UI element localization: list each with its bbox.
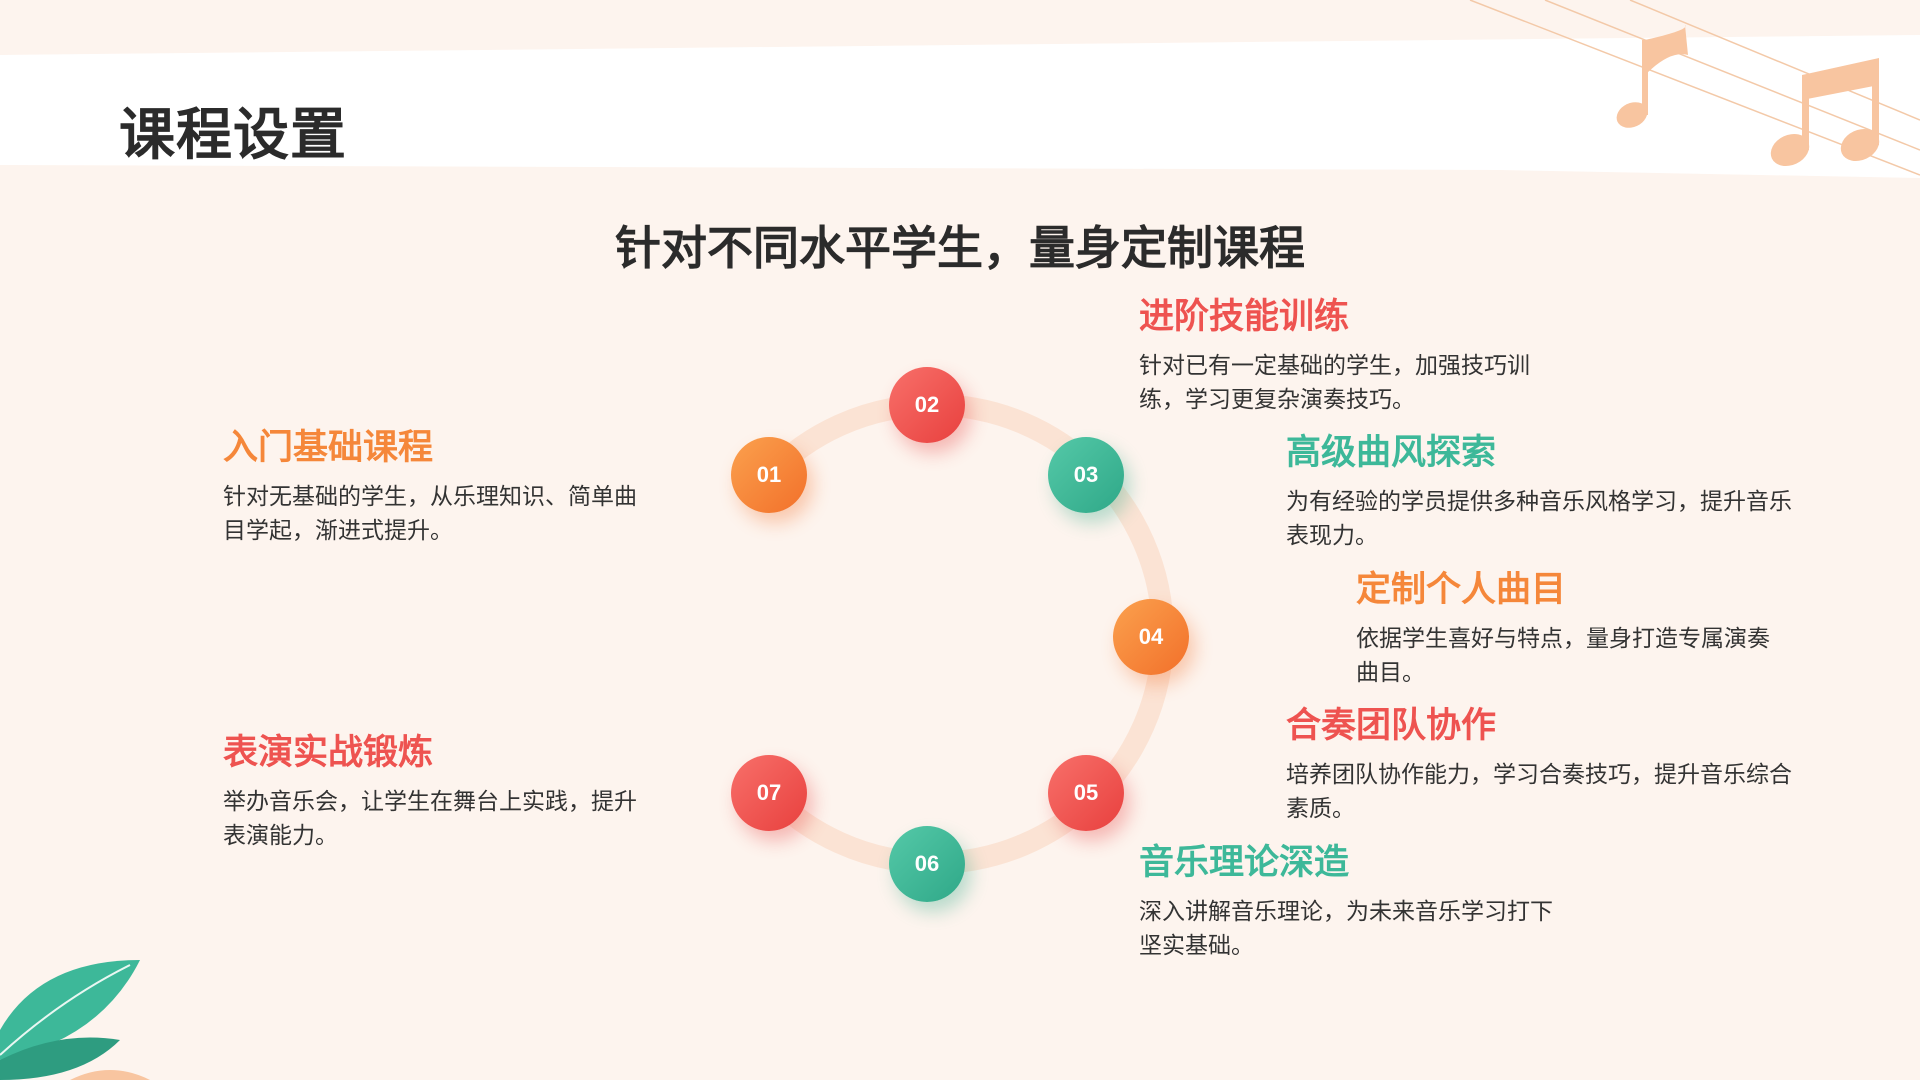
course-title: 定制个人曲目 — [1356, 570, 1567, 610]
page-title: 课程设置 — [119, 103, 347, 168]
course-title: 入门基础课程 — [223, 428, 434, 468]
course-desc: 针对已有一定基础的学生，加强技巧训练，学习更复杂演奏技巧。 — [1139, 353, 1530, 413]
course-title: 合奏团队协作 — [1286, 706, 1497, 746]
course-desc: 培养团队协作能力，学习合奏技巧，提升音乐综合素质。 — [1286, 762, 1792, 822]
step-node-03: 03 — [1048, 437, 1124, 513]
course-item-7: 表演实战锻炼 举办音乐会，让学生在舞台上实践，提升表演能力。 — [223, 731, 643, 853]
course-item-1: 入门基础课程 针对无基础的学生，从乐理知识、简单曲目学起，渐进式提升。 — [223, 426, 643, 548]
step-node-05: 05 — [1048, 755, 1124, 831]
step-node-02: 02 — [889, 367, 965, 443]
step-node-07: 07 — [731, 755, 807, 831]
course-item-5: 合奏团队协作 培养团队协作能力，学习合奏技巧，提升音乐综合素质。 — [1286, 704, 1796, 826]
course-item-6: 音乐理论深造 深入讲解音乐理论，为未来音乐学习打下坚实基础。 — [1139, 841, 1559, 963]
music-note-icon — [1616, 25, 1880, 167]
page-subtitle: 针对不同水平学生，量身定制课程 — [615, 221, 1305, 275]
step-node-04: 04 — [1113, 599, 1189, 675]
course-title: 进阶技能训练 — [1139, 297, 1350, 337]
course-desc: 依据学生喜好与特点，量身打造专属演奏曲目。 — [1356, 626, 1770, 686]
course-title: 表演实战锻炼 — [223, 733, 434, 773]
course-title: 音乐理论深造 — [1139, 843, 1350, 883]
course-title: 高级曲风探索 — [1286, 433, 1497, 473]
course-desc: 针对无基础的学生，从乐理知识、简单曲目学起，渐进式提升。 — [223, 484, 637, 544]
step-node-01: 01 — [731, 437, 807, 513]
course-item-3: 高级曲风探索 为有经验的学员提供多种音乐风格学习，提升音乐表现力。 — [1286, 431, 1796, 553]
header-band — [0, 35, 1920, 178]
step-node-06: 06 — [889, 826, 965, 902]
course-desc: 深入讲解音乐理论，为未来音乐学习打下坚实基础。 — [1139, 899, 1553, 959]
course-item-2: 进阶技能训练 针对已有一定基础的学生，加强技巧训练，学习更复杂演奏技巧。 — [1139, 295, 1559, 417]
leaf-icon — [0, 960, 150, 1080]
course-item-4: 定制个人曲目 依据学生喜好与特点，量身打造专属演奏曲目。 — [1356, 568, 1776, 690]
course-desc: 为有经验的学员提供多种音乐风格学习，提升音乐表现力。 — [1286, 489, 1792, 549]
course-desc: 举办音乐会，让学生在舞台上实践，提升表演能力。 — [223, 789, 637, 849]
